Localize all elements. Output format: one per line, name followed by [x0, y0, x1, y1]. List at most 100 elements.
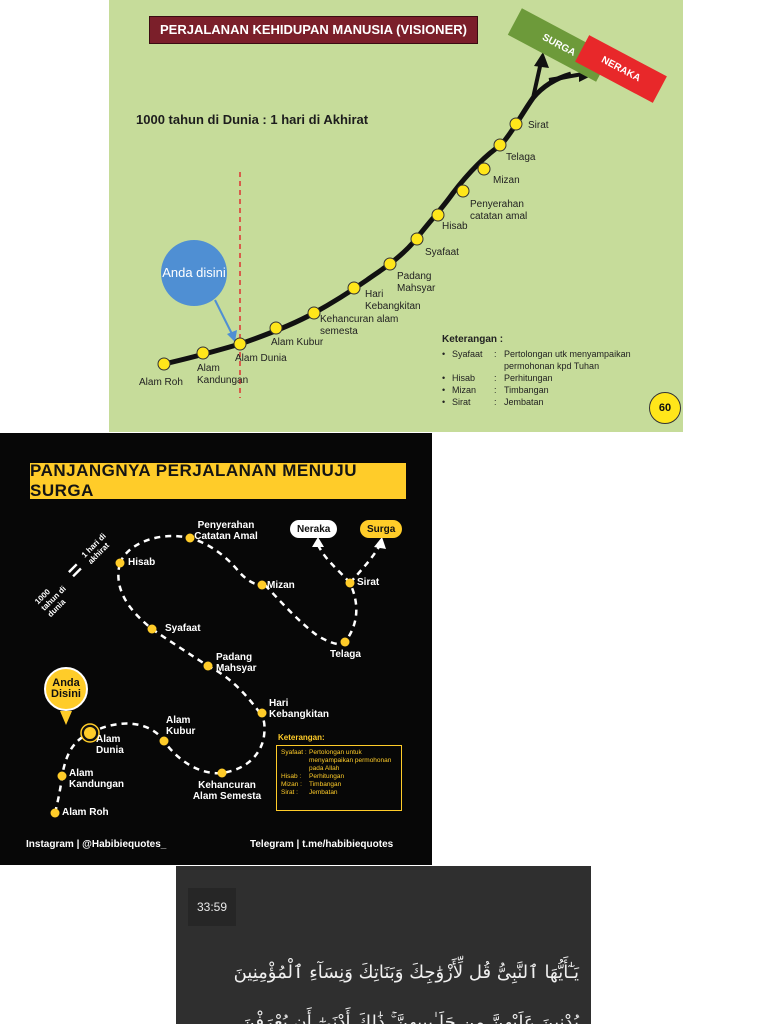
panel-panjangnya: PANJANGNYA PERJALANAN MENUJU SURGA 1000 …	[0, 433, 432, 865]
legend-box-2: Syafaat :Pertolongan untuk menyampaikan …	[276, 745, 402, 811]
dot-sirat	[345, 578, 355, 588]
label-hari-kebangkitan: Hari Kebangkitan	[365, 289, 421, 312]
label-alam-kandungan: Alam Kandungan	[197, 363, 249, 386]
dot-alam-dunia	[82, 725, 98, 741]
label-alam-dunia: Alam Dunia	[235, 353, 287, 364]
dot-hari-kebangkitan	[347, 281, 361, 295]
label-kehancuran: Kehancuran Alam Semesta	[192, 780, 262, 802]
label-kehancuran: Kehancuran alam semesta	[320, 314, 399, 337]
legend-term: Mizan :	[281, 781, 302, 788]
dot-alam-kandungan	[196, 346, 210, 360]
label-padang-mahsyar: Padang Mahsyar	[397, 271, 436, 294]
label-sirat: Sirat	[528, 120, 549, 131]
legend-row: •Sirat:Jembatan	[442, 396, 662, 408]
label-alam-kubur: Alam Kubur	[166, 715, 196, 737]
dot-sirat	[509, 117, 523, 131]
dot-mizan	[477, 162, 491, 176]
dot-telaga	[493, 138, 507, 152]
anda-disini-bubble: Anda disini	[161, 240, 227, 306]
label-syafaat: Syafaat	[425, 247, 459, 258]
dot-padang-mahsyar	[383, 257, 397, 271]
surga-pill: Surga	[360, 520, 403, 538]
page-title: PANJANGNYA PERJALANAN MENUJU SURGA	[30, 461, 406, 500]
panel-visioner: PERJALANAN KEHIDUPAN MANUSIA (VISIONER) …	[109, 0, 683, 432]
dot-padang-mahsyar	[203, 661, 213, 671]
label-alam-roh: Alam Roh	[139, 377, 183, 388]
dot-alam-roh	[50, 808, 60, 818]
anda-disini-bubble: Anda Disini	[44, 667, 88, 711]
legend-term: Sirat :	[281, 789, 298, 796]
legend-row: •Syafaat:Pertolongan utk menyampaikan pe…	[442, 348, 662, 372]
label-hisab: Hisab	[128, 557, 156, 568]
label-telaga: Telaga	[330, 649, 361, 660]
legend-box-1: Keterangan : •Syafaat:Pertolongan utk me…	[442, 334, 662, 408]
label-telaga: Telaga	[506, 152, 536, 163]
ratio-text: 1000 tahun di Dunia : 1 hari di Akhirat	[136, 112, 369, 127]
dot-alam-roh	[157, 357, 171, 371]
label-mizan: Mizan	[267, 580, 295, 591]
legend-term: Hisab :	[281, 773, 302, 780]
legend-desc: Jembatan	[309, 789, 338, 796]
verse-reference: 33:59	[188, 888, 236, 926]
legend-row: Mizan : Timbangan	[281, 781, 397, 789]
legend-term: Sirat	[452, 397, 471, 407]
legend-heading: Keterangan :	[442, 334, 504, 345]
dot-mizan	[257, 580, 267, 590]
legend-row: •Mizan:Timbangan	[442, 384, 662, 396]
dot-hisab	[115, 558, 125, 568]
legend-row: •Hisab:Perhitungan	[442, 372, 662, 384]
ratio-right: 1 hari di akhirat	[79, 531, 112, 566]
label-alam-kubur: Alam Kubur	[271, 337, 324, 348]
stage-dots-2	[50, 533, 355, 818]
stage-dots-1	[157, 117, 523, 371]
dot-syafaat	[147, 624, 157, 634]
legend-desc: Jembatan	[504, 397, 544, 407]
label-penyerahan: Penyerahan Catatan Amal	[194, 520, 258, 542]
legend-term: Mizan	[452, 385, 477, 395]
legend-term: Syafaat :	[281, 749, 307, 756]
instagram-credit: Instagram | @Habibiequotes_	[26, 839, 167, 850]
dot-alam-kubur	[269, 321, 283, 335]
page-number-badge: 60	[649, 392, 681, 424]
legend-row: Sirat : Jembatan	[281, 789, 397, 797]
label-alam-dunia: Alam Dunia	[96, 734, 124, 756]
arabic-verse-line-2: يُدْنِينَ عَلَيْهِنَّ مِن جَلَـٰبِيبِهِن…	[241, 1012, 579, 1024]
label-alam-roh: Alam Roh	[62, 807, 109, 818]
dot-penyerahan	[185, 533, 195, 543]
dot-kehancuran	[307, 306, 321, 320]
legend-desc: Timbangan	[504, 385, 549, 395]
legend-desc: Pertolongan utk menyampaikan permohonan …	[504, 349, 631, 371]
neraka-pill: Neraka	[290, 520, 338, 538]
label-padang-mahsyar: Padang Mahsyar	[216, 652, 257, 674]
label-alam-kandungan: Alam Kandungan	[69, 768, 124, 790]
legend-desc: Perhitungan	[309, 773, 345, 780]
dot-penyerahan	[456, 184, 470, 198]
legend-heading: Keterangan:	[278, 733, 325, 742]
label-hisab: Hisab	[442, 221, 468, 232]
dot-alam-kubur	[159, 736, 169, 746]
legend-desc: Timbangan	[309, 781, 342, 788]
panel-verse: 33:59 يَـٰٓأَيُّهَا ٱلنَّبِىُّ قُل لِّأَ…	[176, 866, 591, 1024]
dot-alam-dunia	[233, 337, 247, 351]
legend-desc: Perhitungan	[504, 373, 553, 383]
arabic-verse-line-1: يَـٰٓأَيُّهَا ٱلنَّبِىُّ قُل لِّأَزْوَٰج…	[233, 962, 579, 983]
telegram-credit: Telegram | t.me/habibiequotes	[250, 839, 394, 850]
label-mizan: Mizan	[493, 175, 520, 186]
label-penyerahan: Penyerahan catatan amal	[470, 199, 528, 222]
legend-row: Syafaat :Pertolongan untuk menyampaikan …	[281, 749, 397, 773]
dot-hisab	[431, 208, 445, 222]
label-hari-kebangkitan: Hari Kebangkitan	[269, 698, 330, 720]
journey-path-2	[50, 533, 386, 818]
label-sirat: Sirat	[357, 577, 380, 588]
dot-telaga	[340, 637, 350, 647]
label-syafaat: Syafaat	[165, 623, 201, 634]
dot-kehancuran	[217, 768, 227, 778]
legend-desc: Pertolongan untuk menyampaikan permohona…	[309, 749, 392, 772]
dot-alam-kandungan	[57, 771, 67, 781]
legend-row: Hisab : Perhitungan	[281, 773, 397, 781]
page-title: PERJALANAN KEHIDUPAN MANUSIA (VISIONER)	[149, 16, 478, 44]
dot-syafaat	[410, 232, 424, 246]
legend-term: Syafaat	[452, 349, 483, 359]
dot-hari-kebangkitan	[257, 708, 267, 718]
legend-term: Hisab	[452, 373, 476, 383]
